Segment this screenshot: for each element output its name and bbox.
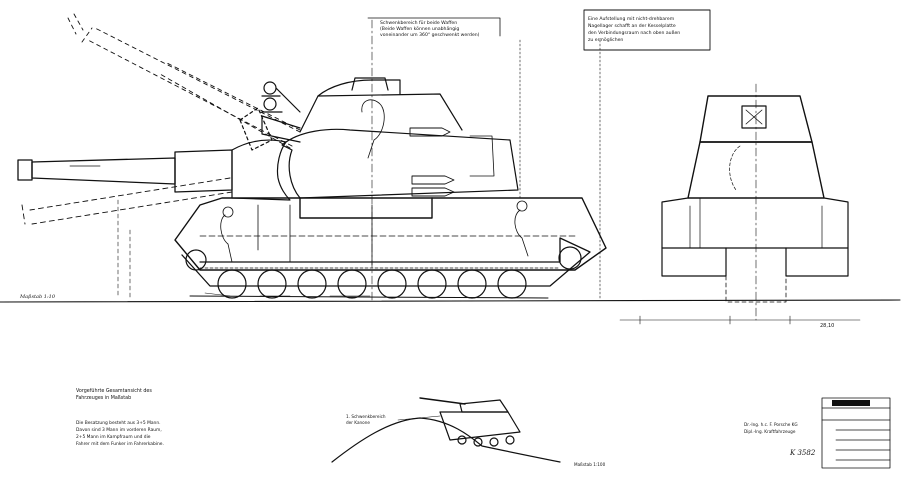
- tank-front-elevation: [661, 83, 849, 321]
- depressed-gun-ghost: [21, 177, 233, 225]
- ammunition-rounds: [409, 127, 455, 197]
- caption-line: Fahrzeuges in Maßstab: [76, 395, 131, 401]
- crew-note-line: Fahrer mit dem Funker im Fahrerkabine.: [76, 441, 164, 447]
- turret: [281, 77, 519, 199]
- crew-figures: [220, 200, 529, 263]
- tank-side-elevation: [0, 13, 901, 303]
- gun-mantlet: [231, 139, 291, 201]
- turret-note-box: [583, 9, 711, 51]
- construction-lines: [0, 19, 901, 303]
- main-gun: [17, 149, 233, 193]
- secondary-weapon: [239, 81, 301, 151]
- inset-slope-sketch: [331, 397, 561, 463]
- scale-label: Maßstab 1:10: [19, 294, 56, 300]
- drawing-number: K 3582: [789, 449, 816, 457]
- title-block-line: Dr.-Ing. h.c. F. Porsche KG: [744, 422, 798, 427]
- crew-note-line: Die Besatzung besteht aus 3+5 Mann.: [76, 420, 161, 426]
- turret-note-line: Nagellager schafft an der Kesselplatte: [588, 23, 676, 29]
- elevated-gun-ghost: [67, 13, 301, 149]
- crew-note-line: Davon sind 3 Mann im vorderen Raum,: [76, 427, 162, 433]
- inset-label: 1. Schwenkbereich der Kanone: [346, 414, 386, 425]
- weapon-note-line: Schwenkbereich für beide Waffen: [380, 20, 457, 26]
- turret-note-line: den Verbindungsraum nach oben außen: [588, 30, 680, 36]
- inset-label-line: der Kanone: [346, 420, 370, 425]
- weapon-note-box: [367, 17, 501, 37]
- crew-note: Die Besatzung besteht aus 3+5 Mann. Davo…: [76, 420, 164, 447]
- caption-line: Vorgeführte Gesamtansicht des: [76, 388, 152, 394]
- turret-note-line: zu ermöglichen: [588, 37, 623, 43]
- weapon-note-line: (Beide Waffen können unabhängig: [380, 26, 459, 32]
- title-block-text: Dr.-Ing. h.c. F. Porsche KG Dipl.-Ing. K…: [744, 422, 798, 434]
- hull: [174, 197, 607, 271]
- inset-label-line: 1. Schwenkbereich: [346, 414, 386, 419]
- weapon-note-line: voneinander um 360° geschwenkt werden): [380, 32, 480, 38]
- title-block: [821, 397, 891, 469]
- turret-note: Eine Aufstellung mit nicht-drehbarem Nag…: [588, 16, 680, 43]
- title-block-line: Dipl.-Ing. Kraftfahrzeuge: [744, 429, 796, 434]
- weapon-note: Schwenkbereich für beide Waffen (Beide W…: [380, 20, 480, 38]
- caption: Vorgeführte Gesamtansicht des Fahrzeuges…: [76, 388, 152, 401]
- dimension-lines: [619, 315, 861, 325]
- inset-scale: Maßstab 1:100: [574, 462, 606, 467]
- turret-note-line: Eine Aufstellung mit nicht-drehbarem: [588, 16, 675, 22]
- track-running-gear: [181, 237, 591, 299]
- dimension-value: 28,10: [820, 323, 834, 329]
- crew-note-line: 2+5 Mann im Kampfraum und die: [76, 434, 151, 440]
